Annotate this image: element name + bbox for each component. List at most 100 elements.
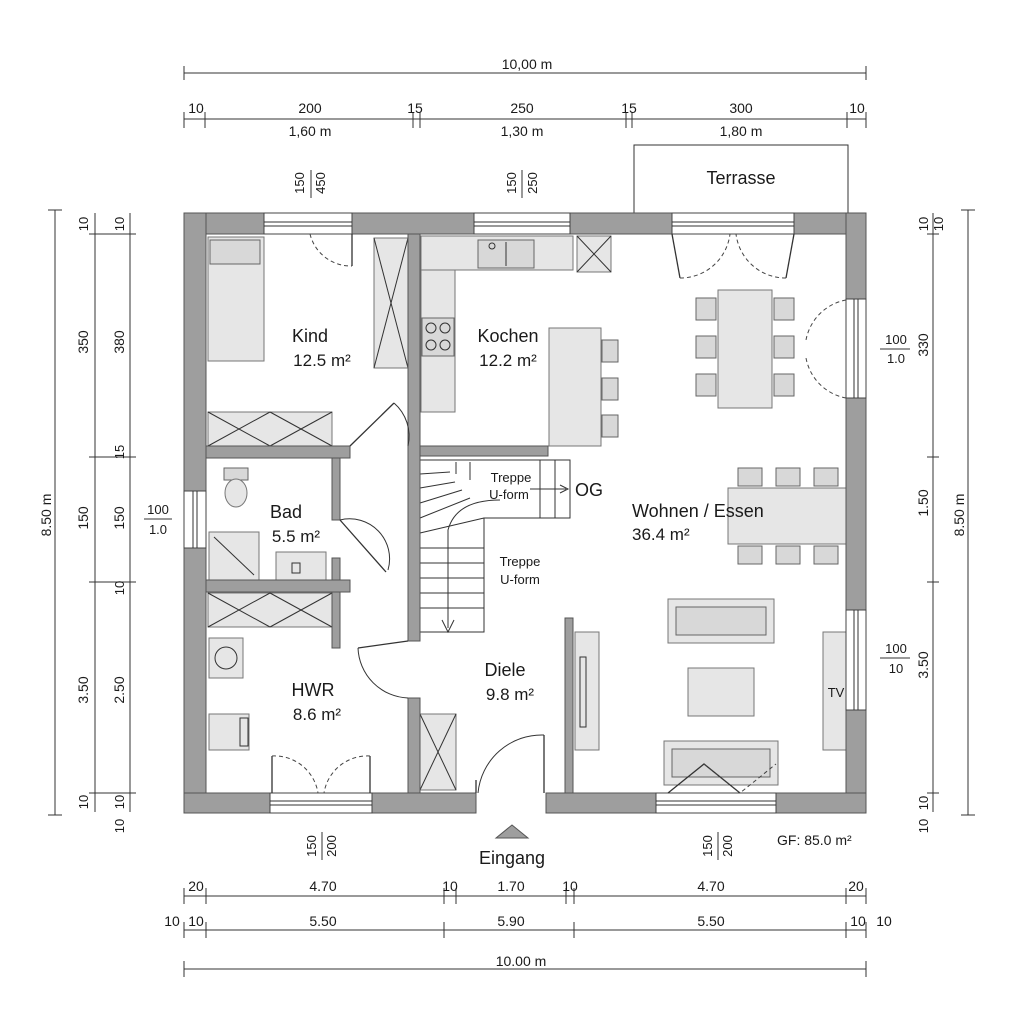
bottom-r2-3: 5.50	[309, 913, 336, 929]
left-window-num: 100	[147, 502, 169, 517]
window-terrace	[671, 212, 795, 235]
top-seg-6: 300	[729, 100, 753, 116]
kitchen-island	[548, 327, 602, 447]
room-kochen-name: Kochen	[477, 326, 538, 346]
top-seg-2: 200	[298, 100, 322, 116]
top-seg-3: 15	[407, 100, 423, 116]
bottom-r2-7: 10	[876, 913, 892, 929]
right-small-4: 10	[931, 217, 946, 231]
wardrobe-kind	[207, 411, 333, 447]
left-outer-3: 3.50	[75, 676, 91, 703]
terrace: Terrasse	[633, 144, 849, 213]
windows	[183, 212, 867, 814]
window-right-top	[845, 298, 867, 399]
left-outer-1: 350	[75, 330, 91, 354]
window-kind	[263, 212, 353, 235]
washing-machine	[208, 637, 244, 679]
walls	[183, 212, 867, 814]
bottom-win-left-den: 200	[324, 835, 339, 857]
bottom-r1-1: 20	[188, 878, 204, 894]
window-right-bottom	[845, 609, 867, 711]
win-top-left-den: 450	[313, 172, 328, 194]
room-bad-area: 5.5 m²	[272, 527, 321, 546]
right-inner-3: 3.50	[915, 651, 931, 678]
left-small-1: 10	[76, 217, 91, 231]
left-outer-2: 150	[75, 506, 91, 530]
right-inner-2: 1.50	[915, 489, 931, 516]
sink-tap	[488, 242, 496, 250]
stair-upper-label-1: Treppe	[491, 470, 532, 485]
bottom-r1-3: 10	[442, 878, 458, 894]
bottom-window-labels: 150 200 150 200	[304, 832, 735, 860]
coffee-table	[687, 667, 755, 717]
room-hwr-area: 8.6 m²	[293, 705, 342, 724]
left-small-2: 10	[112, 217, 127, 231]
left-total-dim: 8.50 m	[38, 494, 54, 537]
left-inner-1: 380	[111, 330, 127, 354]
left-small-3: 15	[112, 445, 127, 459]
stove	[421, 317, 455, 357]
right-small-3: 10	[916, 819, 931, 833]
left-window-den: 1.0	[149, 522, 167, 537]
right-small-2: 10	[916, 796, 931, 810]
room-wohnen-name: Wohnen / Essen	[632, 501, 764, 521]
left-small-4: 10	[112, 581, 127, 595]
win-top-mid-den: 250	[525, 172, 540, 194]
right-dimensions: 8.50 m 330 1.50 3.50 10 10 10 10 100 1.0…	[880, 209, 975, 833]
stair-upper-label-2: U-form	[489, 487, 529, 502]
shelf-hwr	[207, 592, 333, 628]
bottom-win-right-den: 200	[720, 835, 735, 857]
right-inner-1: 330	[915, 333, 931, 357]
staircase	[419, 459, 571, 634]
room-kind-name: Kind	[292, 326, 328, 346]
top-seg-7: 10	[849, 100, 865, 116]
window-bad	[183, 490, 207, 549]
window-kochen	[473, 212, 571, 235]
stair-lower-label-2: U-form	[500, 572, 540, 587]
gf-area: GF: 85.0 m²	[777, 832, 852, 848]
right-window-top-den: 1.0	[887, 351, 905, 366]
bar-stool-3	[601, 414, 619, 438]
bottom-r1-7: 20	[848, 878, 864, 894]
left-small-5: 10	[76, 795, 91, 809]
left-small-7: 10	[112, 819, 127, 833]
washbasin	[275, 551, 327, 581]
terrace-label: Terrasse	[706, 168, 775, 188]
bar-stool-1	[601, 339, 619, 363]
win-top-left-num: 150	[292, 172, 307, 194]
top-total-dim: 10,00 m	[502, 56, 553, 72]
tv-label: TV	[828, 685, 845, 700]
top-seg-4: 250	[510, 100, 534, 116]
right-window-top-num: 100	[885, 332, 907, 347]
left-inner-2: 150	[111, 506, 127, 530]
right-small-1: 10	[916, 217, 931, 231]
sideboard	[574, 631, 600, 751]
top-meter-3: 1,80 m	[720, 123, 763, 139]
win-top-mid-num: 150	[504, 172, 519, 194]
bottom-r2-4: 5.90	[497, 913, 524, 929]
room-kochen-area: 12.2 m²	[479, 351, 537, 370]
toilet	[224, 478, 248, 508]
room-labels: Kind 12.5 m² Kochen 12.2 m² Bad 5.5 m² W…	[270, 326, 845, 724]
right-total-dim: 8.50 m	[951, 494, 967, 537]
bar-stool-2	[601, 377, 619, 401]
stair-lower-label-1: Treppe	[500, 554, 541, 569]
toilet-tank	[223, 467, 249, 481]
window-wohnen	[655, 792, 777, 814]
left-dimensions: 8.50 m 350 150 3.50 380 150 2.50 10 10 1…	[38, 209, 172, 833]
bottom-win-right-num: 150	[700, 835, 715, 857]
dining-table	[717, 289, 773, 409]
top-meter-2: 1,30 m	[501, 123, 544, 139]
room-diele-name: Diele	[484, 660, 525, 680]
pillow	[209, 239, 261, 265]
room-diele-area: 9.8 m²	[486, 685, 535, 704]
bottom-win-left-num: 150	[304, 835, 319, 857]
bottom-r1-5: 10	[562, 878, 578, 894]
room-bad-name: Bad	[270, 502, 302, 522]
room-kind-area: 12.5 m²	[293, 351, 351, 370]
bottom-r1-4: 1.70	[497, 878, 524, 894]
entrance-arrow	[494, 824, 530, 839]
top-dimensions: 10,00 m 10 200 15 250 15 300 10 1,60 m 1…	[183, 56, 867, 198]
left-small-6: 10	[112, 795, 127, 809]
